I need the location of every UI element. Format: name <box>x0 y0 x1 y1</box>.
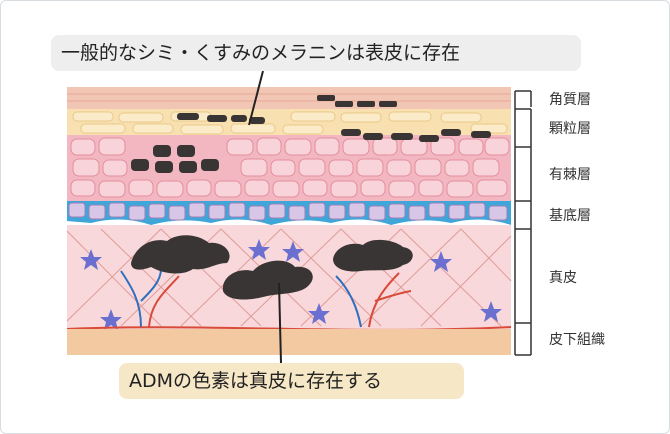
epidermal-melanin-callout: 一般的なシミ・くすみのメラニンは表皮に存在 <box>51 35 581 71</box>
leader-lines <box>248 70 282 364</box>
top-leader-line <box>248 70 264 126</box>
dermal-melanin <box>131 235 413 300</box>
layer-label-subcutis: 皮下組織 <box>549 332 605 348</box>
epidermal-melanin <box>131 95 491 173</box>
fibroblast-stars <box>80 239 502 330</box>
stratum-corneum-lines <box>67 93 511 102</box>
layer-label-granular: 顆粒層 <box>549 121 591 137</box>
layer-label-basal: 基底層 <box>549 208 591 224</box>
subcutis-layer <box>67 329 511 355</box>
bottom-leader-line <box>278 282 282 364</box>
collagen-fibers <box>66 228 512 327</box>
dermal-pigment-callout: ADMの色素は真皮に存在する <box>119 363 464 399</box>
layer-label-spinous: 有棘層 <box>549 167 591 183</box>
layer-label-stratum-corneum: 角質層 <box>549 92 591 108</box>
layer-label-dermis: 真皮 <box>549 270 577 286</box>
layer-bracket <box>514 90 532 356</box>
basal-cells <box>68 202 508 221</box>
spinous-cells <box>70 137 510 198</box>
stratum-corneum-layer <box>67 87 511 109</box>
